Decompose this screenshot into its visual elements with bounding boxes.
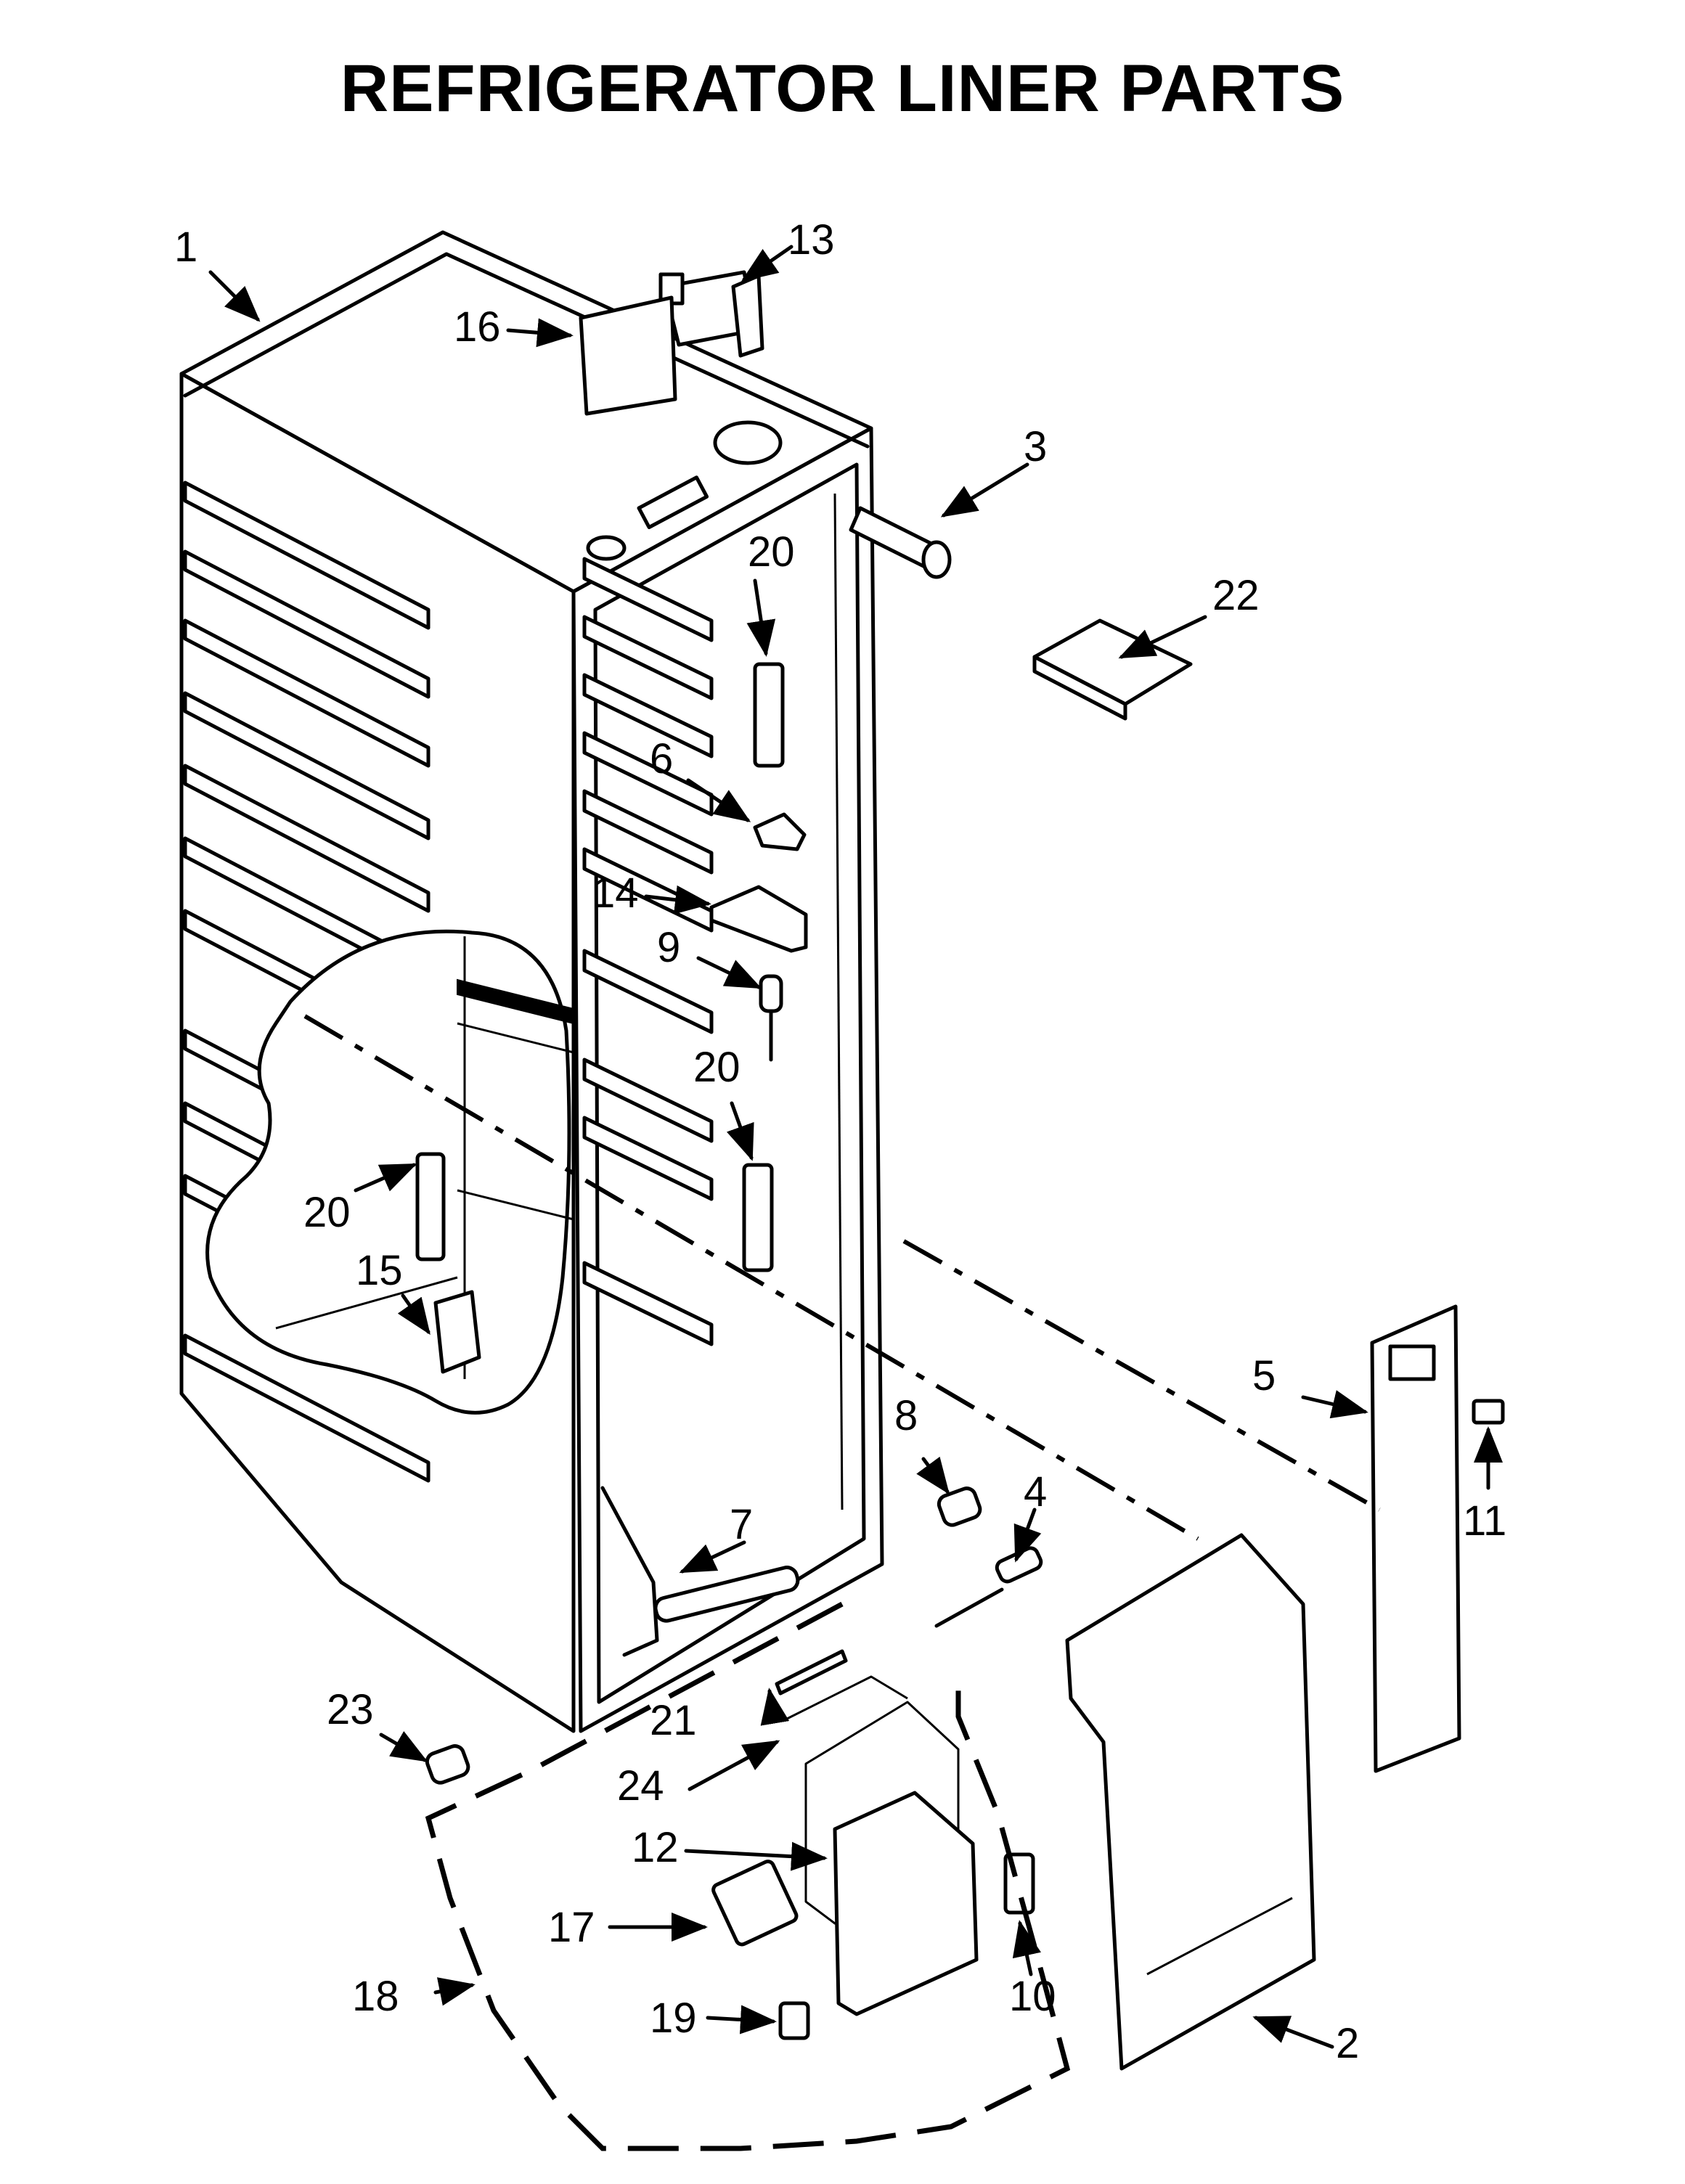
- assembly-leaders: [303, 1014, 1381, 1541]
- shelf-rail: [183, 480, 431, 630]
- light-housing: [709, 885, 808, 953]
- callout-3: 3: [1024, 423, 1047, 470]
- shelf-rail: [183, 764, 431, 913]
- right-shelf-rails: [582, 557, 714, 1346]
- callout-14: 14: [592, 870, 639, 917]
- clip: [753, 812, 807, 851]
- strip: [775, 1649, 908, 1722]
- callout-20: 20: [693, 1044, 740, 1091]
- page-title: REFRIGERATOR LINER PARTS: [340, 52, 1345, 126]
- callout-23: 23: [327, 1686, 374, 1733]
- top-cover: [579, 295, 677, 416]
- callout-12: 12: [632, 1824, 679, 1871]
- fitting: [425, 1744, 470, 1785]
- light-lens: [742, 1163, 774, 1272]
- shelf-rail: [582, 557, 714, 642]
- callout-leaders: [208, 245, 1503, 2049]
- callout-5: 5: [1252, 1352, 1276, 1399]
- callout-11: 11: [1463, 1497, 1506, 1545]
- callout-22: 22: [1212, 572, 1260, 619]
- callout-19: 19: [650, 1995, 697, 2042]
- callout-17: 17: [548, 1904, 595, 1951]
- cutaway-interior: [275, 936, 574, 1379]
- probe: [934, 1546, 1043, 1628]
- connector: [778, 2001, 810, 2040]
- callout-2: 2: [1336, 2020, 1359, 2067]
- callout-16: 16: [454, 303, 501, 351]
- callout-4: 4: [1024, 1468, 1047, 1516]
- shelf-rail: [183, 618, 431, 768]
- fan-housing: [833, 1791, 979, 2016]
- sensor: [759, 974, 783, 1062]
- callout-18: 18: [352, 1973, 399, 2020]
- shelf-rail: [582, 1058, 714, 1143]
- shelf-rail: [183, 691, 431, 841]
- shelf-rail: [582, 789, 714, 875]
- lower-cover-panel: [1065, 1533, 1316, 2071]
- shelf-rail: [582, 615, 714, 700]
- shelf-rail: [582, 1116, 714, 1201]
- callout-20: 20: [748, 528, 795, 576]
- callout-6: 6: [650, 735, 673, 782]
- shelf-rail: [582, 731, 714, 817]
- heater-tube: [600, 1486, 800, 1657]
- callout-7: 7: [730, 1501, 753, 1548]
- duct-panel: [1370, 1304, 1461, 1773]
- shelf-rail: [183, 549, 431, 699]
- callout-15: 15: [356, 1247, 403, 1294]
- shelf-rail: [582, 1261, 714, 1346]
- fan: [711, 1860, 799, 1947]
- shelf-rail: [183, 1333, 431, 1483]
- shelf-rail: [582, 949, 714, 1034]
- callout-8: 8: [894, 1392, 918, 1439]
- callout-24: 24: [617, 1762, 664, 1809]
- fitting: [937, 1486, 982, 1527]
- callout-13: 13: [788, 216, 835, 263]
- shelf-rail: [582, 673, 714, 758]
- assembly-outline: [425, 1601, 1071, 2151]
- callout-21: 21: [650, 1697, 697, 1744]
- light-lens: [415, 1152, 446, 1261]
- callout-labels: 1 2 3 4 5 6 7 8 9 10 11 12 13 14 15 16 1…: [174, 216, 1506, 2067]
- control-board: [1032, 618, 1193, 721]
- panel-grille: [1472, 1399, 1505, 1425]
- callout-1: 1: [174, 224, 197, 271]
- light-lens: [753, 662, 785, 768]
- cylinder-part: [849, 506, 952, 579]
- rear-component: [433, 1290, 481, 1374]
- callout-20: 20: [303, 1189, 351, 1236]
- callout-9: 9: [657, 924, 680, 971]
- top-bracket: [658, 270, 764, 358]
- callout-10: 10: [1009, 1973, 1056, 2020]
